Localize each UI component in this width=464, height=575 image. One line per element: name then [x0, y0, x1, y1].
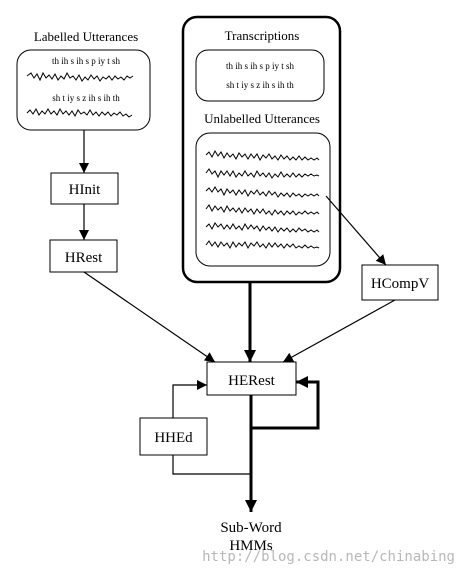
arrow-hcompv-to-herest: [282, 299, 396, 363]
labelled-transcript-line-2: sh t iy s z ih s ih th: [52, 93, 120, 103]
transcription-line-2: sh t iy s z ih s ih th: [226, 80, 294, 90]
arrow-herest-iteration-loop: [249, 376, 320, 430]
herest-label: HERest: [228, 373, 275, 389]
unlabelled-utterances-title: Unlabelled Utterances: [204, 111, 320, 126]
transcriptions-box: [195, 49, 325, 102]
hrest-box: [49, 239, 118, 273]
output-label-line-1: Sub-Word: [220, 520, 282, 536]
transcription-line-1: th ih s ih s p iy t sh: [226, 61, 295, 71]
herest-box: [206, 361, 297, 396]
arrow-unlabelled-to-hcompv: [325, 195, 387, 266]
labelled-waveform-1: [26, 71, 134, 82]
hhed-label: HHEd: [154, 430, 193, 446]
hhed-box: [139, 417, 208, 456]
arrow-hrest-to-herest: [83, 271, 216, 363]
arrow-hhed-to-herest: [172, 380, 207, 418]
hcompv-box: [361, 264, 439, 301]
labelled-utterances-title: Labelled Utterances: [34, 29, 138, 44]
unlabelled-utterances-box: [195, 132, 331, 267]
line-to-hhed: [172, 455, 251, 475]
hinit-label: HInit: [69, 182, 101, 198]
transcriptions-title: Transcriptions: [225, 28, 300, 43]
labelled-waveform-2: [26, 107, 133, 118]
output-label-line-2: HMMs: [229, 538, 273, 554]
hrest-label: HRest: [65, 250, 103, 266]
unlabelled-waveforms: [205, 149, 320, 250]
hcompv-label: HCompV: [371, 276, 430, 292]
labelled-transcript-line-1: th ih s ih s p iy t sh: [52, 56, 121, 66]
watermark: http://blog.csdn.net/chinabing: [202, 549, 455, 565]
